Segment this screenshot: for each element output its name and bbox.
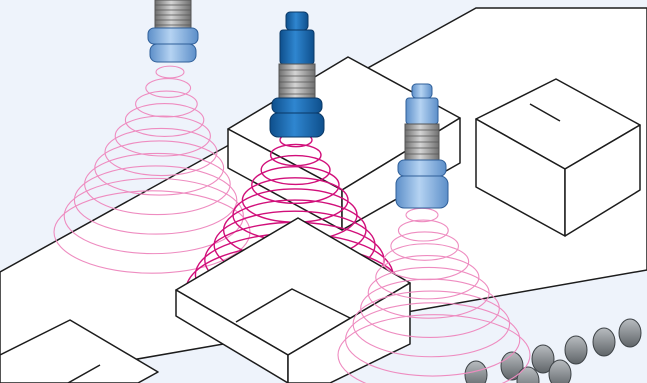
wave-ring — [124, 102, 205, 138]
roller — [464, 360, 488, 383]
roller — [564, 335, 588, 365]
wave-ring — [397, 219, 449, 242]
ultrasonic-waves-left — [53, 65, 251, 274]
wave-ring — [260, 154, 331, 186]
wave-ring — [145, 78, 192, 98]
roller — [548, 359, 572, 383]
roller — [531, 344, 555, 374]
wave-ring — [104, 127, 218, 177]
wave-ring — [63, 177, 244, 255]
box-bottom-left — [0, 319, 159, 383]
wave-ring — [53, 190, 251, 274]
ultrasonic-waves-right — [337, 207, 531, 383]
box-right — [475, 78, 641, 237]
wave-ring — [251, 165, 340, 205]
wave-ring — [73, 165, 238, 235]
wave-ring — [375, 255, 480, 300]
sensor-center-active — [269, 11, 325, 138]
sensor-right — [395, 83, 449, 209]
wave-ring — [360, 278, 500, 339]
conveyor-rollers — [464, 318, 642, 383]
wave-ring — [155, 65, 185, 79]
wave-ring — [269, 143, 322, 167]
wave-ring — [114, 115, 211, 157]
wave-ring — [337, 314, 531, 383]
sensor-left — [147, 0, 199, 63]
wave-ring — [84, 152, 231, 216]
wave-ring — [135, 90, 198, 118]
roller — [592, 327, 616, 357]
wave-ring — [390, 231, 459, 261]
roller — [618, 318, 642, 348]
